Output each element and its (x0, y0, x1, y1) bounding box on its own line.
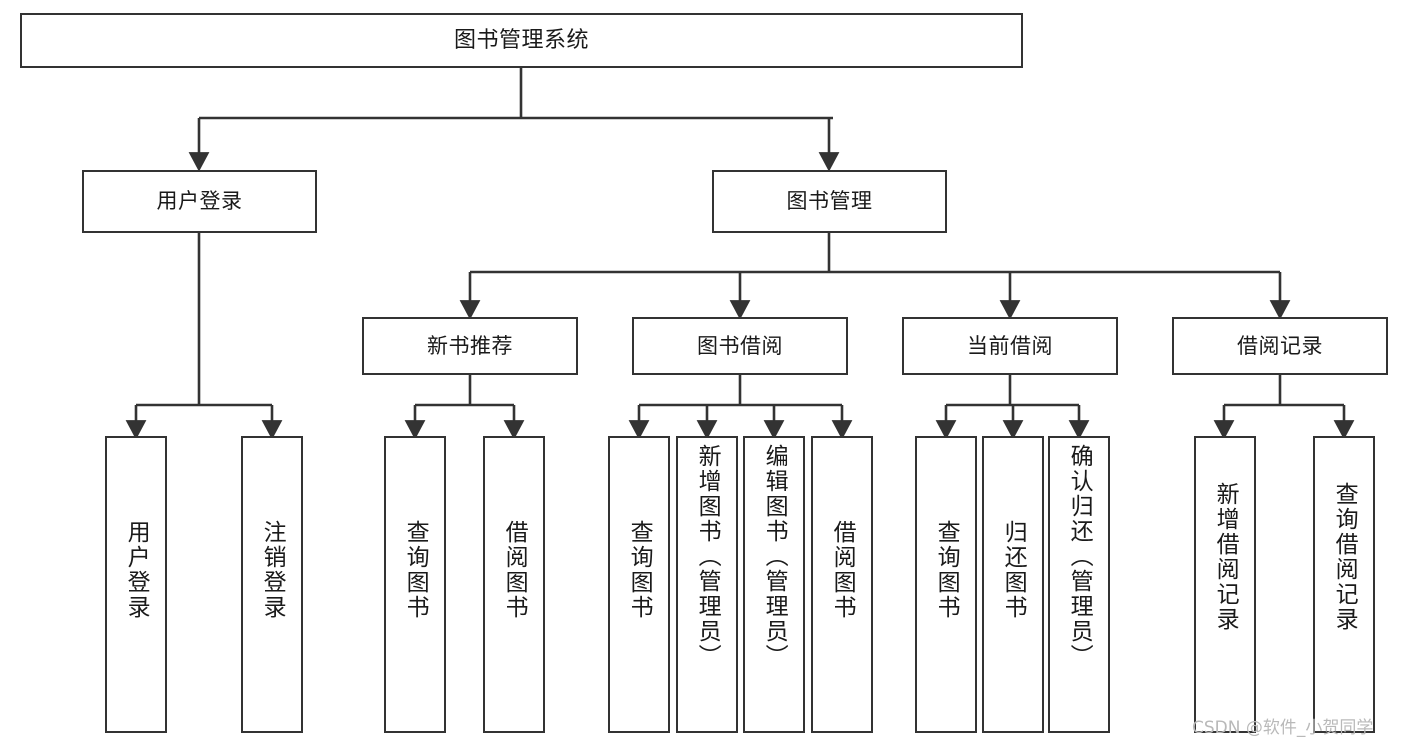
node-label: 查询图书 (626, 520, 653, 620)
leaf-query-book-current[interactable]: 查询图书 (915, 436, 977, 733)
leaf-query-book-recommend[interactable]: 查询图书 (384, 436, 446, 733)
leaf-logout-login[interactable]: 注销登录 (241, 436, 303, 733)
node-label: 新增图书（管理员） (694, 444, 721, 669)
node-new-book-recommend[interactable]: 新书推荐 (362, 317, 578, 375)
node-label: 查询借阅记录 (1331, 482, 1358, 632)
leaf-edit-book[interactable]: 编辑图书（管理员） (743, 436, 805, 733)
node-label: 编辑图书（管理员） (761, 444, 788, 669)
node-label: 注销登录 (259, 520, 286, 620)
leaf-add-borrow-record[interactable]: 新增借阅记录 (1194, 436, 1256, 733)
node-label: 借阅图书 (501, 520, 528, 620)
node-label: 图书借阅 (697, 333, 783, 358)
node-label: 新书推荐 (427, 333, 513, 358)
leaf-borrow-book-recommend[interactable]: 借阅图书 (483, 436, 545, 733)
node-label: 用户登录 (156, 189, 243, 214)
leaf-confirm-return[interactable]: 确认归还（管理员） (1048, 436, 1110, 733)
leaf-query-borrow-record[interactable]: 查询借阅记录 (1313, 436, 1375, 733)
leaf-user-login[interactable]: 用户登录 (105, 436, 167, 733)
node-label: 借阅图书 (829, 520, 856, 620)
node-borrow-record[interactable]: 借阅记录 (1172, 317, 1388, 375)
leaf-borrow-book[interactable]: 借阅图书 (811, 436, 873, 733)
node-label: 图书管理系统 (453, 27, 589, 53)
node-book-borrow[interactable]: 图书借阅 (632, 317, 848, 375)
csdn-watermark: CSDN @软件_小贺同学 (1192, 718, 1374, 738)
node-book-management-system[interactable]: 图书管理系统 (20, 13, 1023, 68)
leaf-query-book-borrow[interactable]: 查询图书 (608, 436, 670, 733)
node-label: 新增借阅记录 (1212, 482, 1239, 632)
node-label: 借阅记录 (1237, 333, 1323, 358)
node-book-management[interactable]: 图书管理 (712, 170, 947, 233)
node-label: 图书管理 (786, 189, 873, 214)
node-user-login[interactable]: 用户登录 (82, 170, 317, 233)
node-current-borrow[interactable]: 当前借阅 (902, 317, 1118, 375)
node-label: 查询图书 (933, 520, 960, 620)
leaf-add-book[interactable]: 新增图书（管理员） (676, 436, 738, 733)
node-label: 用户登录 (123, 520, 150, 620)
node-label: 确认归还（管理员） (1066, 444, 1093, 669)
node-label: 查询图书 (402, 520, 429, 620)
leaf-return-book[interactable]: 归还图书 (982, 436, 1044, 733)
node-label: 归还图书 (1000, 520, 1027, 620)
node-label: 当前借阅 (967, 333, 1053, 358)
